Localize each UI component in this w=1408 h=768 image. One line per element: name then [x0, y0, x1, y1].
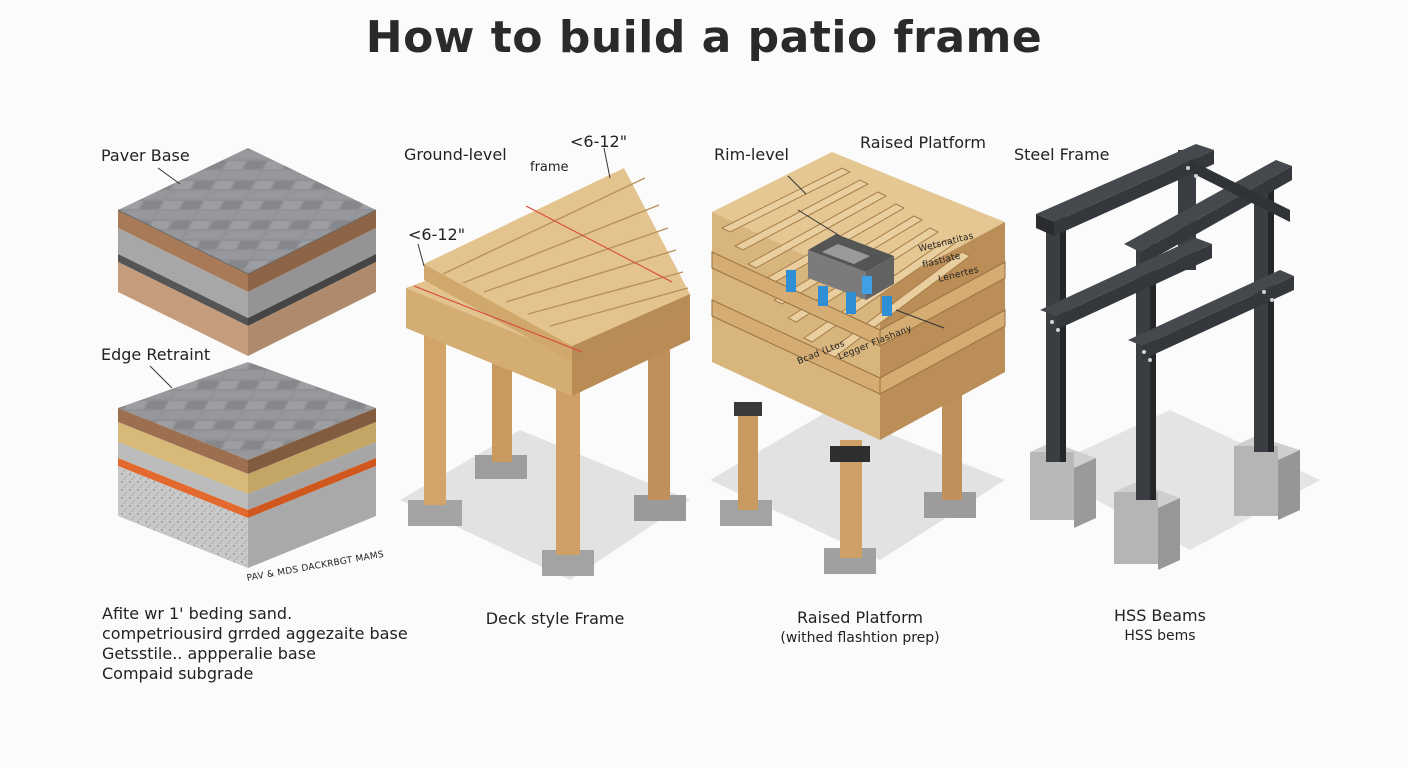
deck-frame-note: frame	[530, 160, 569, 175]
paver-bottom-leader	[150, 366, 172, 388]
steel-frame-label: Steel Frame	[1014, 145, 1110, 164]
paver-base-label: Paver Base	[101, 146, 190, 165]
paver-note: competriousird grrded aggezaite base	[102, 624, 408, 644]
platform-caption: Raised Platform	[760, 608, 960, 627]
paver-top-leader	[158, 168, 180, 184]
paver-note: Afite wr 1' beding sand.	[102, 604, 408, 624]
deck-dimension-top: <6-12"	[570, 132, 627, 151]
ground-level-label: Ground-level	[404, 145, 507, 164]
paver-section-top	[118, 148, 376, 356]
steel-caption: HSS Beams	[1100, 606, 1220, 625]
paver-note: Compaid subgrade	[102, 664, 408, 684]
paver-section-bottom	[118, 362, 376, 568]
paver-notes: Afite wr 1' beding sand. competriousird …	[102, 604, 408, 684]
steel-subcaption: HSS bems	[1110, 628, 1210, 644]
deck-frame	[400, 148, 690, 580]
deck-dimension-side: <6-12"	[408, 225, 465, 244]
paver-note: Getsstile.. appperalie base	[102, 644, 408, 664]
platform-subcaption: (withed flashtion prep)	[740, 630, 980, 646]
rim-level-label: Rim-level	[714, 145, 789, 164]
raised-platform-label: Raised Platform	[860, 133, 986, 152]
deck-caption: Deck style Frame	[470, 609, 640, 628]
raised-platform-frame	[710, 152, 1005, 574]
steel-frame	[1030, 144, 1320, 570]
edge-restraint-label: Edge Retraint	[101, 345, 210, 364]
